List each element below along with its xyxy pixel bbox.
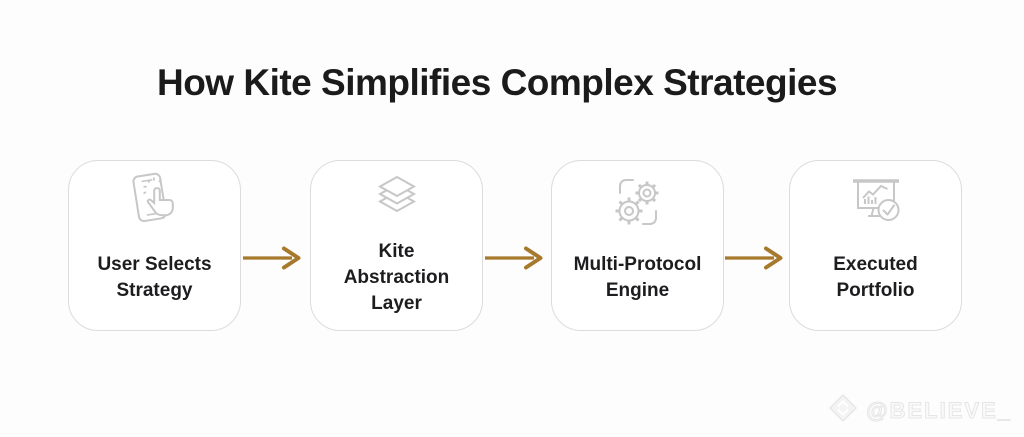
watermark-handle: @BELIEVE_ — [866, 397, 1012, 423]
step-box-executed-portfolio: Executed Portfolio — [789, 160, 962, 331]
page-title: How Kite Simplifies Complex Strategies — [156, 62, 838, 103]
step-box-kite-abstraction-layer: Kite Abstraction Layer — [310, 160, 483, 331]
step-label-line: Multi-Protocol — [573, 254, 702, 275]
gears-icon — [606, 170, 670, 234]
step-box-user-selects-strategy: User Selects Strategy — [68, 160, 241, 331]
phone-tap-icon — [123, 170, 187, 234]
layers-icon — [365, 170, 429, 234]
watermark: @BELIEVE_ — [828, 393, 1012, 428]
step-label: Executed Portfolio — [833, 234, 917, 330]
step-label-line: User Selects — [97, 254, 212, 275]
flow-arrow-icon — [243, 244, 305, 272]
flow-arrow-icon — [725, 244, 787, 272]
step-label-line: Strategy — [116, 280, 193, 301]
step-label-line: Abstraction — [343, 267, 450, 288]
step-label-line: Layer — [371, 293, 422, 314]
flow-arrow-icon — [485, 244, 547, 272]
step-label: Multi-Protocol Engine — [574, 234, 702, 330]
step-label: User Selects Strategy — [97, 234, 211, 330]
step-label-line: Kite — [378, 241, 415, 262]
step-box-multi-protocol-engine: Multi-Protocol Engine — [551, 160, 724, 331]
believe-diamond-logo-icon — [828, 393, 858, 428]
step-label-line: Executed — [833, 254, 918, 275]
step-label-line: Engine — [605, 280, 670, 301]
step-label: Kite Abstraction Layer — [344, 234, 450, 330]
step-label-line: Portfolio — [836, 280, 915, 301]
presentation-chart-check-icon — [844, 170, 908, 234]
